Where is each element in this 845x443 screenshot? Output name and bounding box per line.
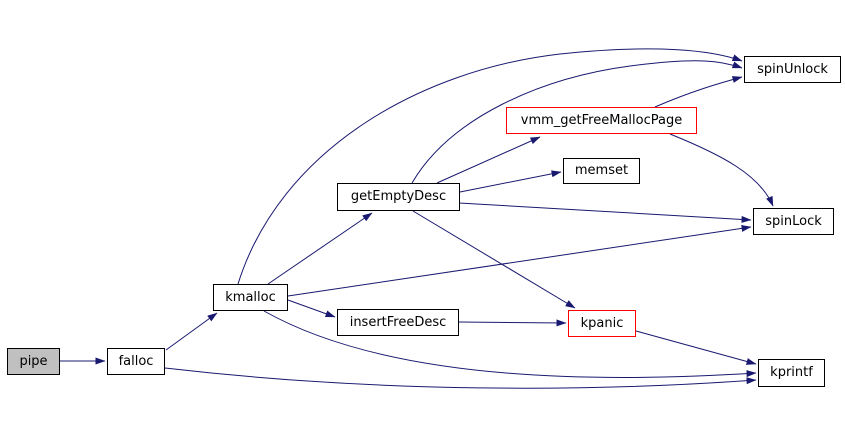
- edge-kmalloc-to-spinLock: [287, 224, 752, 297]
- edge-kpanic-to-kprintf: [635, 330, 757, 365]
- node-kmalloc[interactable]: kmalloc: [213, 284, 288, 311]
- edge-getEmptyDesc-to-spinLock: [458, 202, 752, 223]
- edge-getEmptyDesc-to-memset: [459, 170, 562, 193]
- edge-kmalloc-to-insertFreeDesc: [287, 299, 336, 318]
- edge-getEmptyDesc-to-vmm_getFreeMallocPage: [436, 136, 541, 184]
- edge-vmm_getFreeMallocPage-to-spinUnlock: [654, 76, 743, 108]
- edge-falloc-to-kprintf: [164, 367, 757, 389]
- node-kprintf[interactable]: kprintf: [758, 359, 825, 387]
- node-vmm_getFreeMallocPage[interactable]: vmm_getFreeMallocPage: [506, 107, 697, 134]
- node-pipe: pipe: [7, 348, 60, 375]
- edge-falloc-to-kmalloc: [165, 312, 218, 351]
- edge-kmalloc-to-spinUnlock: [237, 48, 743, 285]
- node-insertFreeDesc[interactable]: insertFreeDesc: [337, 309, 459, 336]
- node-kpanic[interactable]: kpanic: [568, 310, 636, 337]
- node-falloc[interactable]: falloc: [107, 348, 165, 375]
- node-spinLock[interactable]: spinLock: [753, 208, 834, 235]
- edge-getEmptyDesc-to-kpanic: [412, 210, 576, 309]
- edge-kmalloc-to-getEmptyDesc: [267, 212, 373, 285]
- edge-insertFreeDesc-to-kpanic: [458, 319, 567, 327]
- node-spinUnlock[interactable]: spinUnlock: [744, 56, 841, 83]
- node-getEmptyDesc[interactable]: getEmptyDesc: [337, 183, 460, 211]
- edge-getEmptyDesc-to-spinUnlock: [411, 60, 743, 184]
- edge-kmalloc-to-kprintf: [263, 310, 757, 378]
- node-memset[interactable]: memset: [563, 158, 640, 184]
- edge-vmm_getFreeMallocPage-to-spinLock: [669, 133, 774, 207]
